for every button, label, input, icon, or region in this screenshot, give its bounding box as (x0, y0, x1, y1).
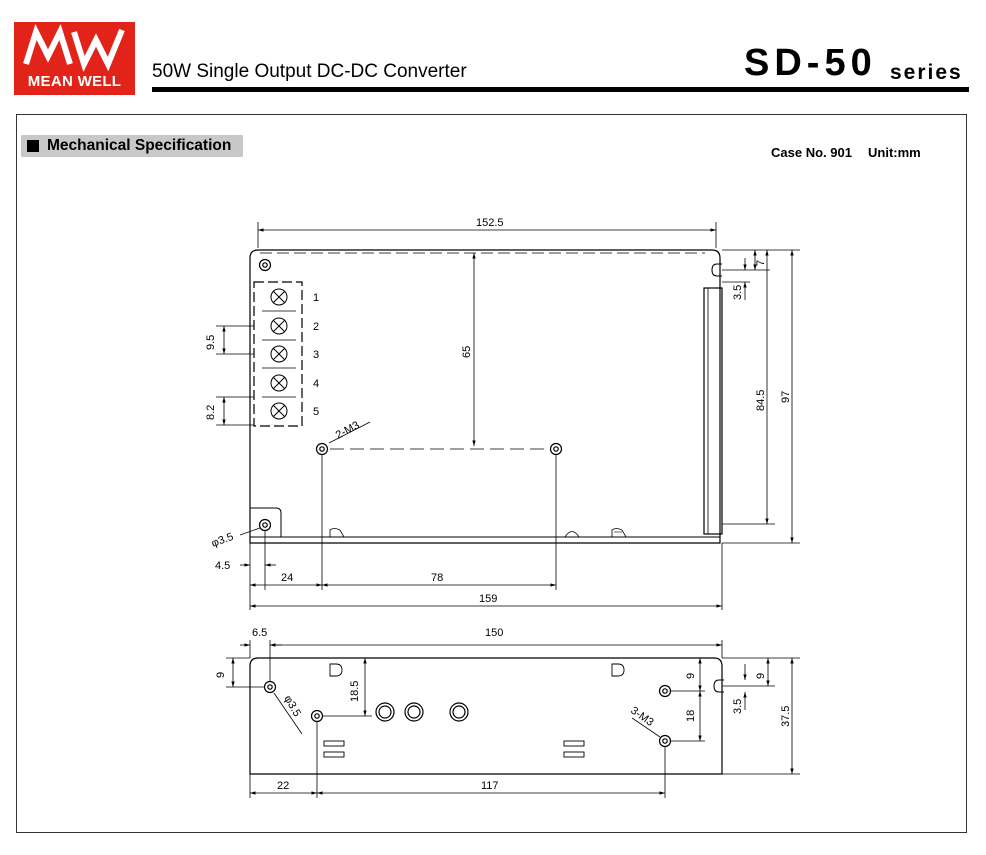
dim-9-5: 9.5 (205, 335, 217, 350)
dim-7: 7 (755, 260, 767, 266)
top-view-outline (249, 249, 721, 544)
side-view-dimensions (226, 640, 800, 798)
dim-65: 65 (461, 346, 473, 358)
dim-84-5: 84.5 (755, 390, 767, 411)
mean-well-logo: MEAN WELL (14, 22, 135, 95)
dim-8-2: 8.2 (205, 405, 217, 420)
dim-9-right-inner: 9 (685, 673, 697, 679)
terminal-block (253, 281, 303, 427)
dim-18-5: 18.5 (349, 681, 361, 702)
dim-152-5: 152.5 (476, 217, 504, 229)
section-title: Mechanical Specification (47, 137, 232, 154)
terminal-label-2: 2 (313, 321, 319, 333)
mw-logo-icon (23, 24, 125, 72)
top-view (249, 249, 723, 544)
dim-hole-3-5-side: φ3.5 (281, 694, 303, 719)
dim-3-5-right: 3.5 (732, 285, 744, 300)
terminal-label-1: 1 (313, 292, 319, 304)
side-view-outline (249, 657, 723, 775)
dim-2-m3: 2-M3 (334, 419, 362, 441)
dim-97: 97 (780, 391, 792, 403)
unit-label: Unit:mm (868, 145, 921, 160)
dim-6-5: 6.5 (252, 627, 267, 639)
series-label: series (890, 61, 963, 84)
top-view-dimensions (216, 222, 800, 610)
terminal-screws (270, 288, 288, 420)
side-view (249, 657, 724, 775)
dim-18-right: 18 (685, 710, 697, 722)
dim-24: 24 (281, 572, 293, 584)
document-title: 50W Single Output DC-DC Converter (152, 61, 467, 82)
drawing-frame (16, 114, 967, 833)
dim-3-5-far-right: 3.5 (732, 699, 744, 714)
heatsink-strip (703, 287, 723, 535)
dim-9-left: 9 (215, 672, 227, 678)
dim-150: 150 (485, 627, 503, 639)
dim-22: 22 (277, 780, 289, 792)
terminal-label-4: 4 (313, 378, 319, 390)
terminal-label-3: 3 (313, 349, 319, 361)
dim-159: 159 (479, 593, 497, 605)
square-bullet-icon (27, 140, 39, 152)
terminal-label-5: 5 (313, 406, 319, 418)
case-number: Case No. 901 (771, 145, 852, 160)
dim-37-5: 37.5 (780, 706, 792, 727)
section-heading: Mechanical Specification (21, 135, 243, 157)
header-rule (152, 87, 969, 92)
dim-hole-3-5: φ3.5 (210, 531, 235, 550)
dim-4-5: 4.5 (215, 560, 230, 572)
dim-117: 117 (481, 780, 499, 792)
series-model: SD-50 (744, 42, 877, 84)
side-view-labels: 6.5 150 9 φ3.5 18.5 3-M3 9 18 9 3.5 37.5… (215, 627, 792, 792)
dim-78: 78 (431, 572, 443, 584)
dim-9-far-right: 9 (755, 673, 767, 679)
logo-text: MEAN WELL (27, 73, 122, 90)
